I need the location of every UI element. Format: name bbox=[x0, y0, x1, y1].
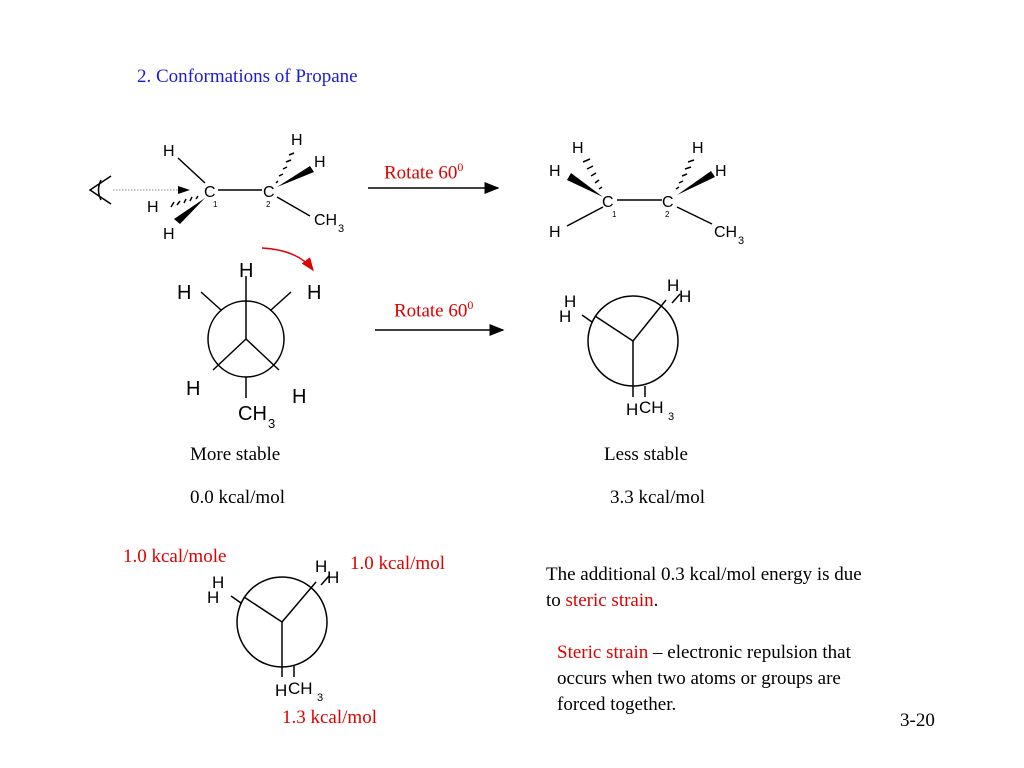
atom-h: H bbox=[239, 260, 253, 282]
newman-staggered: H H H H H CH 3 bbox=[177, 247, 321, 431]
methyl-subscript: 3 bbox=[317, 692, 323, 704]
energy-note: The additional 0.3 kcal/mol energy is du… bbox=[546, 562, 946, 614]
slide-title: 2. Conformations of Propane bbox=[137, 66, 358, 87]
atom-h: H bbox=[715, 163, 727, 180]
atom-c1: C bbox=[602, 194, 614, 211]
rotate-label-text: Rotate 60 bbox=[394, 300, 468, 322]
methyl-group: CH bbox=[288, 679, 313, 698]
strain-label-bottom: 1.3 kcal/mol bbox=[282, 707, 377, 728]
rotation-arrow bbox=[261, 247, 314, 272]
atom-h: H bbox=[626, 400, 638, 419]
methyl-subscript: 3 bbox=[338, 223, 344, 235]
atom-h: H bbox=[327, 568, 339, 587]
newman-eclipsed: H H H H H CH 3 bbox=[559, 276, 691, 423]
atom-h: H bbox=[692, 140, 704, 157]
rotate-label-middle: Rotate 600 bbox=[394, 298, 474, 322]
newman-eclipsed-strain: H H H H H CH 3 bbox=[207, 557, 339, 704]
definition-line1: Steric strain – electronic repulsion tha… bbox=[557, 640, 957, 666]
definition-line2: occurs when two atoms or groups are bbox=[557, 668, 841, 689]
energy-less-stable: 3.3 kcal/mol bbox=[610, 487, 705, 508]
atom-h: H bbox=[212, 573, 224, 592]
methyl-group: CH bbox=[314, 212, 337, 229]
rotate-degree: 0 bbox=[457, 160, 464, 174]
rotate-degree: 0 bbox=[467, 298, 474, 312]
definition-text: – electronic repulsion that bbox=[648, 642, 851, 663]
caption-more-stable: More stable bbox=[190, 444, 281, 465]
methyl-group: CH bbox=[639, 398, 664, 417]
eye-icon bbox=[88, 175, 112, 205]
methyl-subscript: 3 bbox=[668, 411, 674, 423]
atom-h: H bbox=[559, 307, 571, 326]
energy-more-stable: 0.0 kcal/mol bbox=[190, 487, 285, 508]
atom-h: H bbox=[186, 378, 200, 400]
atom-h: H bbox=[163, 143, 175, 160]
atom-h: H bbox=[315, 557, 327, 576]
line-of-sight-arrow bbox=[178, 186, 190, 194]
atom-h: H bbox=[679, 287, 691, 306]
note-prefix: to bbox=[546, 590, 566, 611]
atom-h: H bbox=[549, 224, 561, 241]
atom-c2: C bbox=[662, 194, 674, 211]
sawhorse-right: H H H H H C 1 C 2 CH 3 bbox=[549, 140, 744, 247]
caption-less-stable: Less stable bbox=[604, 444, 688, 465]
atom-c1: C bbox=[204, 184, 216, 201]
atom-h: H bbox=[572, 140, 584, 157]
rotate-label-text: Rotate 60 bbox=[384, 162, 458, 184]
atom-c1-index: 1 bbox=[612, 210, 617, 219]
note-suffix: . bbox=[653, 590, 659, 611]
atom-h: H bbox=[292, 386, 306, 408]
atom-h: H bbox=[549, 163, 561, 180]
strain-label-left: 1.0 kcal/mole bbox=[123, 546, 227, 567]
atom-h: H bbox=[564, 292, 576, 311]
atom-h: H bbox=[667, 276, 679, 295]
steric-strain-term: steric strain bbox=[565, 590, 654, 611]
methyl-subscript: 3 bbox=[268, 416, 275, 431]
definition-line3: forced together. bbox=[557, 694, 677, 715]
sawhorse-left: H H H H H C 1 C 2 CH 3 bbox=[88, 132, 344, 243]
atom-h: H bbox=[147, 199, 159, 216]
page-number: 3-20 bbox=[900, 710, 935, 731]
atom-h: H bbox=[177, 282, 191, 304]
definition-term: Steric strain bbox=[557, 642, 649, 663]
atom-h: H bbox=[307, 282, 321, 304]
atom-h: H bbox=[291, 132, 303, 149]
rotate-label-top: Rotate 600 bbox=[384, 160, 464, 184]
methyl-subscript: 3 bbox=[738, 235, 744, 247]
atom-h: H bbox=[207, 588, 219, 607]
atom-h: H bbox=[163, 226, 175, 243]
energy-note-line2: to steric strain. bbox=[546, 588, 946, 614]
atom-c2: C bbox=[263, 184, 275, 201]
atom-h: H bbox=[275, 681, 287, 700]
atom-c2-index: 2 bbox=[665, 210, 670, 219]
atom-c1-index: 1 bbox=[213, 200, 218, 209]
methyl-group: CH bbox=[238, 403, 267, 425]
steric-strain-definition: Steric strain – electronic repulsion tha… bbox=[557, 640, 957, 718]
strain-label-right: 1.0 kcal/mol bbox=[350, 553, 445, 574]
energy-note-line1: The additional 0.3 kcal/mol energy is du… bbox=[546, 564, 862, 585]
atom-h: H bbox=[314, 154, 326, 171]
methyl-group: CH bbox=[714, 224, 737, 241]
atom-c2-index: 2 bbox=[266, 200, 271, 209]
